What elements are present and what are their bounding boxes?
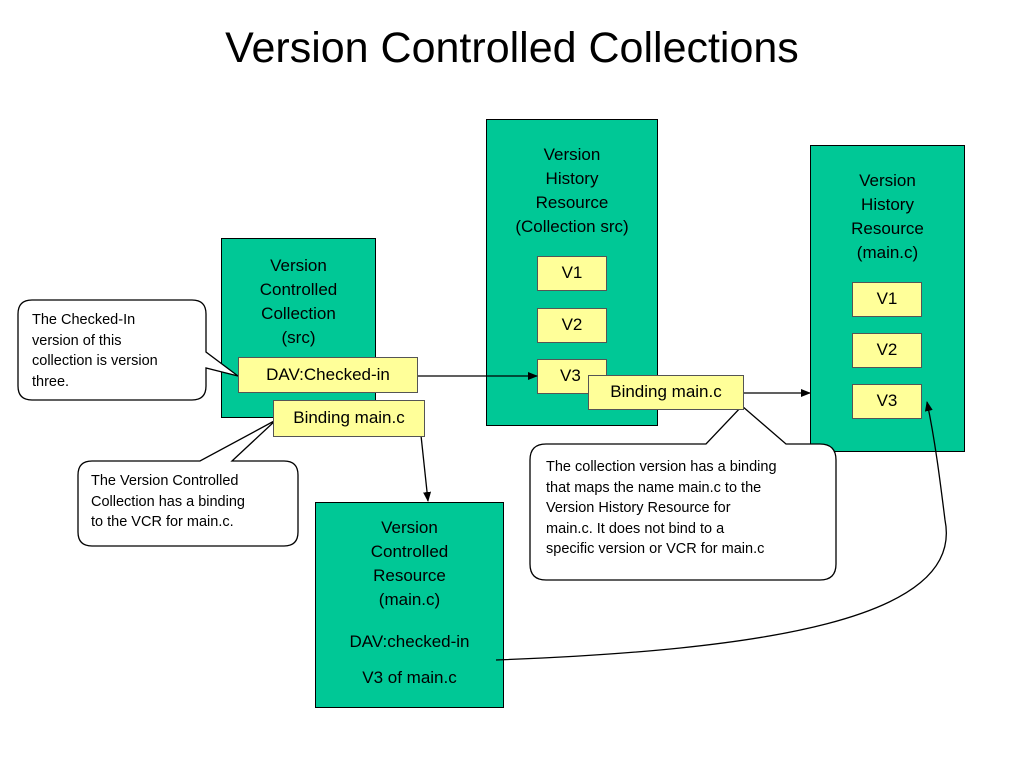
- vhr-main-version-v2: V2: [852, 333, 922, 368]
- callout-line: collection is version: [32, 353, 158, 369]
- vcc-label-line: Controlled: [259, 280, 338, 299]
- checked-in-callout: The Checked-In version of this collectio…: [32, 310, 204, 392]
- version-controlled-collection-box: Version Controlled Collection (src): [221, 238, 376, 418]
- vhr-main-label-line: History: [861, 195, 914, 214]
- callout-line: version of this: [32, 332, 122, 349]
- vhr-main-label-line: Resource: [851, 219, 924, 238]
- collection-binding-callout-shape: [529, 405, 837, 581]
- vcc-label-line: Version: [270, 256, 327, 275]
- vhr-main-label-line: (main.c): [856, 243, 919, 262]
- callout-line: main.c. It does not bind to a: [546, 520, 725, 537]
- vhr-main-version-v3: V3: [852, 384, 922, 419]
- vcr-version-label: V3 of main.c: [362, 668, 457, 687]
- vcc-label-line: (src): [281, 328, 316, 347]
- callout-line: three.: [32, 373, 70, 390]
- page-title: Version Controlled Collections: [225, 24, 799, 72]
- vcr-label-line: Version: [381, 518, 438, 537]
- vcc-binding-arrow: [419, 425, 432, 502]
- callout-line: specific version or VCR for main.c: [546, 541, 765, 557]
- vhr-main-version-v1: V1: [852, 282, 922, 317]
- vcr-checked-in-label: DAV:checked-in: [349, 632, 470, 651]
- callout-line: that maps the name main.c to the: [546, 479, 762, 496]
- callout-line: The collection version has a binding: [546, 459, 777, 475]
- vcr-checked-in-arrow: [495, 401, 947, 661]
- callout-line: to the VCR for main.c.: [91, 514, 234, 530]
- vcr-label-line: Resource: [373, 566, 446, 585]
- vhr-src-label-line: Version: [543, 145, 601, 164]
- callout-line: Collection has a binding: [91, 493, 245, 510]
- callout-line: The Version Controlled: [91, 473, 239, 489]
- checked-in-callout-shape: [17, 299, 239, 401]
- vhr-src-label-line: History: [545, 169, 599, 188]
- vcc-binding-label: Binding main.c: [273, 400, 425, 437]
- vhr-main-label-line: Version: [859, 171, 916, 190]
- callout-line: The Checked-In: [32, 312, 136, 328]
- vcc-binding-callout: The Version Controlled Collection has a …: [91, 471, 297, 533]
- vhr-src-version-v2: V2: [537, 308, 607, 343]
- vcc-checked-in-label: DAV:Checked-in: [238, 357, 418, 393]
- version-controlled-resource-box: Version Controlled Resource (main.c) DAV…: [315, 502, 504, 708]
- vcc-label-line: Collection: [261, 304, 336, 323]
- callout-line: Version History Resource for: [546, 500, 731, 516]
- vcc-binding-callout-shape: [77, 419, 299, 547]
- vcr-label-line: Controlled: [370, 542, 449, 561]
- vhr-src-label-line: (Collection src): [515, 217, 629, 236]
- vhr-src-version-v1: V1: [537, 256, 607, 291]
- vcr-label-line: (main.c): [378, 590, 441, 609]
- vhr-src-binding-label: Binding main.c: [588, 375, 744, 410]
- vhr-src-label-line: Resource: [535, 193, 609, 212]
- collection-binding-callout: The collection version has a binding tha…: [546, 457, 834, 560]
